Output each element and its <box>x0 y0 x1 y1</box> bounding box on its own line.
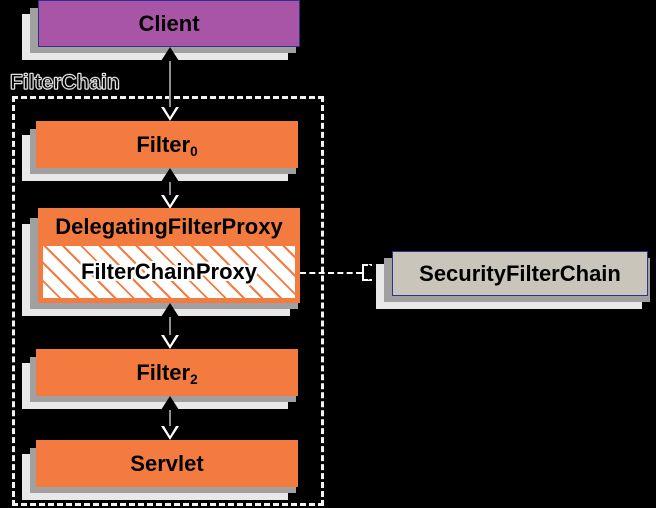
node-client-label: Client <box>138 10 200 36</box>
arrowhead-up-solid <box>161 47 179 61</box>
node-filter-chain-proxy-label: FilterChainProxy <box>80 259 258 284</box>
node-filter0-subscript: 0 <box>190 144 198 160</box>
node-client: Client <box>38 0 300 47</box>
node-filter0: Filter0 <box>36 121 298 168</box>
node-servlet: Servlet <box>36 440 298 487</box>
node-delegating-filter-proxy: DelegatingFilterProxy FilterChainProxy <box>38 208 300 303</box>
node-delegating-filter-proxy-label: DelegatingFilterProxy <box>55 214 283 239</box>
node-security-filter-chain-label: SecurityFilterChain <box>419 260 621 286</box>
node-filter2-subscript: 2 <box>190 372 198 388</box>
node-security-filter-chain: SecurityFilterChain <box>392 251 648 296</box>
connector-bracket <box>362 264 372 281</box>
node-filter0-label: Filter0 <box>136 131 198 160</box>
node-servlet-label: Servlet <box>130 450 204 476</box>
filterchain-container <box>12 96 324 506</box>
node-filter2: Filter2 <box>36 349 298 396</box>
node-filter2-label: Filter2 <box>136 359 198 388</box>
node-filter-chain-proxy: FilterChainProxy <box>43 246 295 298</box>
arrowhead-right-solid <box>368 264 381 280</box>
filterchain-label: FilterChain <box>10 71 121 95</box>
